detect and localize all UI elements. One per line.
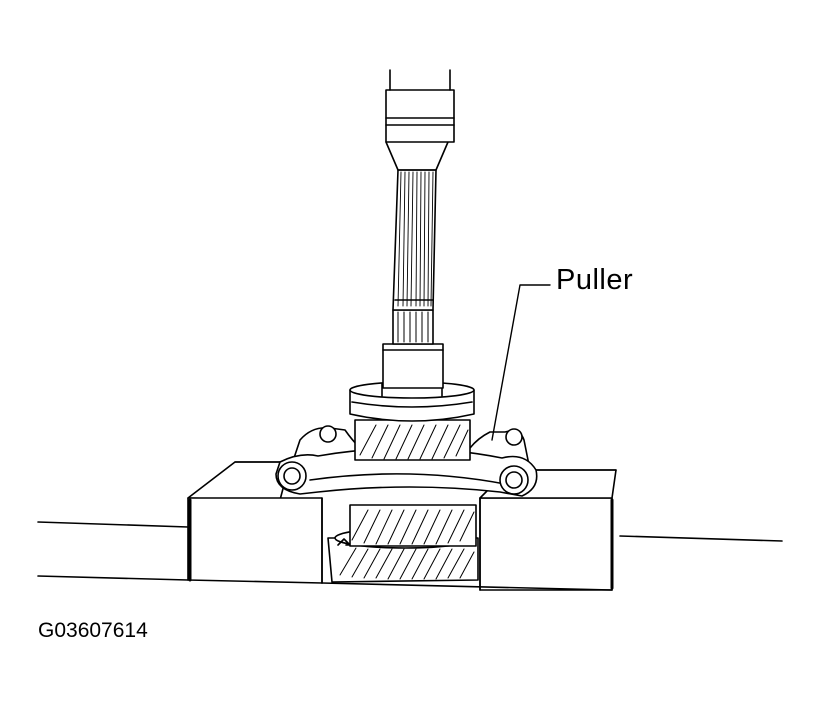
bench-surface [37, 521, 783, 581]
output-shaft [382, 69, 455, 389]
figure-id-label: G03607614 [38, 619, 148, 642]
puller-callout-label: Puller [556, 264, 634, 296]
callout-leader [491, 284, 551, 441]
lower-gears [327, 504, 479, 583]
gear-and-bearing [349, 381, 475, 461]
